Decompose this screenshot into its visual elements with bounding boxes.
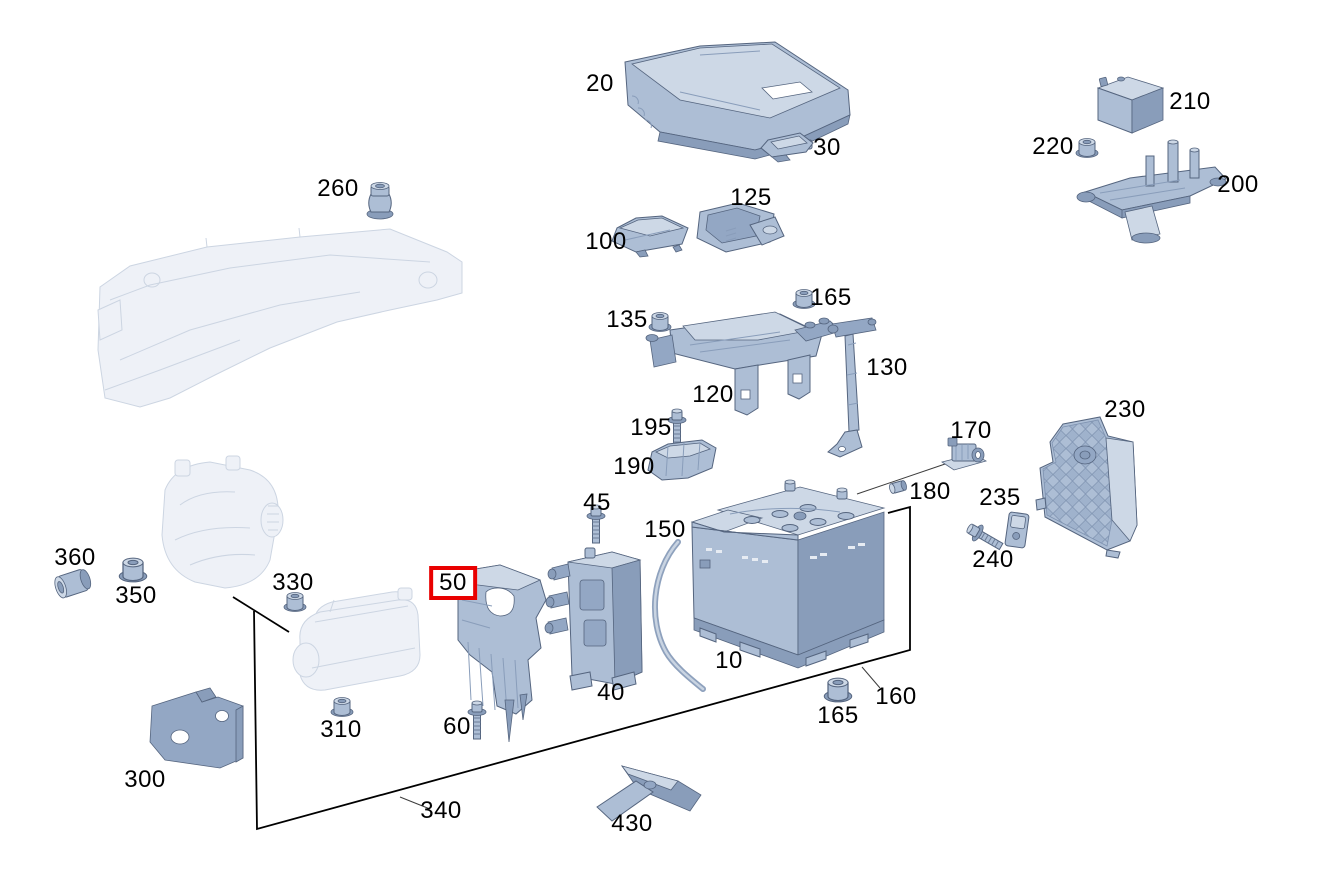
part-callout-240[interactable]: 240	[972, 546, 1014, 573]
leader-160	[861, 666, 881, 689]
part-wedge-430	[596, 765, 702, 822]
part-cap-180	[889, 480, 907, 494]
part-callout-100[interactable]: 100	[585, 228, 627, 255]
part-callout-45[interactable]: 45	[583, 489, 611, 516]
part-clip-30	[760, 132, 814, 163]
part-callout-180[interactable]: 180	[909, 478, 951, 505]
part-callout-210[interactable]: 210	[1169, 88, 1211, 115]
ghost-frame-rail	[97, 227, 463, 408]
part-callout-165[interactable]: 165	[817, 702, 859, 729]
part-callout-230[interactable]: 230	[1104, 396, 1146, 423]
part-clamp-190	[647, 439, 717, 481]
part-carrier-200	[1076, 139, 1227, 244]
part-hose-150	[651, 539, 706, 692]
part-sleeve-360	[54, 569, 92, 599]
part-callout-235[interactable]: 235	[979, 484, 1021, 511]
part-callout-300[interactable]: 300	[124, 766, 166, 793]
part-callout-50-highlighted[interactable]: 50	[429, 566, 477, 600]
part-callout-10[interactable]: 10	[715, 647, 743, 674]
part-callout-30[interactable]: 30	[813, 134, 841, 161]
part-cover-100	[611, 215, 689, 258]
part-callout-40[interactable]: 40	[597, 679, 625, 706]
part-callout-340[interactable]: 340	[420, 797, 462, 824]
ghost-alternator	[161, 455, 284, 589]
ghost-starter	[292, 587, 421, 691]
part-module-40	[544, 547, 643, 691]
group-line-340	[232, 505, 911, 831]
part-bracket-300	[149, 687, 244, 769]
part-bracket-120	[645, 311, 842, 416]
part-cable-130	[827, 317, 877, 458]
part-callout-360[interactable]: 360	[54, 544, 96, 571]
part-callout-20[interactable]: 20	[586, 70, 614, 97]
part-callout-260[interactable]: 260	[317, 175, 359, 202]
part-shield-50	[457, 564, 547, 743]
part-callout-190[interactable]: 190	[613, 453, 655, 480]
part-callout-135[interactable]: 135	[606, 306, 648, 333]
part-plate-235	[1004, 511, 1030, 549]
part-callout-130[interactable]: 130	[866, 354, 908, 381]
part-callout-150[interactable]: 150	[644, 516, 686, 543]
part-callout-330[interactable]: 330	[272, 569, 314, 596]
part-callout-220[interactable]: 220	[1032, 133, 1074, 160]
leader-170	[856, 462, 949, 495]
part-terminal-170	[856, 437, 988, 495]
part-battery-10	[690, 479, 886, 669]
part-spacer-260	[366, 182, 394, 220]
part-callout-125[interactable]: 125	[730, 184, 772, 211]
leader-340	[399, 796, 431, 810]
part-callout-195[interactable]: 195	[630, 414, 672, 441]
part-shield-230	[1035, 416, 1138, 559]
part-callout-430[interactable]: 430	[611, 810, 653, 837]
part-callout-350[interactable]: 350	[115, 582, 157, 609]
part-callout-310[interactable]: 310	[320, 716, 362, 743]
part-callout-120[interactable]: 120	[692, 381, 734, 408]
part-callout-200[interactable]: 200	[1217, 171, 1259, 198]
part-housing-125	[696, 202, 785, 253]
part-callout-165[interactable]: 165	[810, 284, 852, 311]
part-aux-battery-210	[1096, 76, 1165, 134]
part-callout-160[interactable]: 160	[875, 683, 917, 710]
part-callout-60[interactable]: 60	[443, 713, 471, 740]
part-callout-170[interactable]: 170	[950, 417, 992, 444]
